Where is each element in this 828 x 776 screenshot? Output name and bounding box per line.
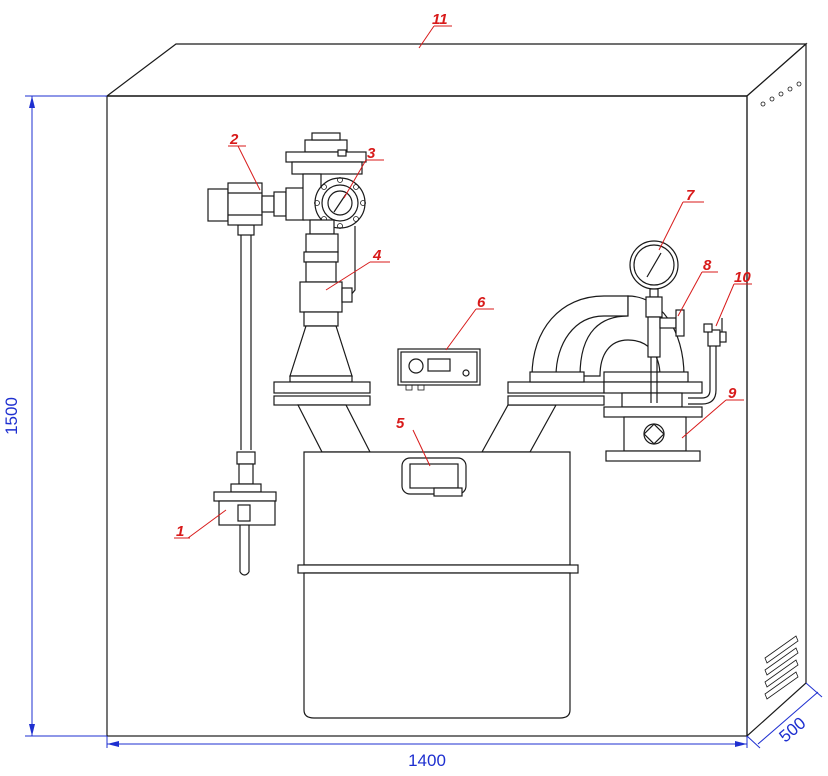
dimension-height: 1500 <box>2 397 21 435</box>
item-6-volume-corrector <box>397 348 481 391</box>
item-4-shutoff-valve <box>273 251 371 406</box>
item-3-pressure-regulator <box>285 132 367 297</box>
vent-louvres <box>764 635 799 700</box>
label-3: 3 <box>367 145 376 162</box>
vent-holes <box>760 81 802 107</box>
item-10-impulse-tap <box>688 318 727 405</box>
outlet-pipe-bend <box>529 295 689 383</box>
item-labels: 1 2 3 4 5 6 7 8 9 10 11 <box>176 11 751 540</box>
label-1: 1 <box>176 523 184 540</box>
item-1-inlet-valve <box>213 224 277 576</box>
item-5-gas-meter <box>297 381 605 719</box>
leader-lines <box>174 25 752 539</box>
item-8-needle-valve <box>659 309 685 337</box>
dimension-lines <box>25 95 823 749</box>
label-9: 9 <box>728 385 737 402</box>
label-8: 8 <box>703 257 712 274</box>
label-2: 2 <box>229 131 239 148</box>
label-6: 6 <box>477 294 486 311</box>
cabinet-front <box>106 95 748 737</box>
dimension-depth: 500 <box>775 713 809 746</box>
label-5: 5 <box>396 415 405 432</box>
cabinet-top <box>105 43 808 97</box>
item-2-filter <box>207 182 305 226</box>
item-9-filter-assembly <box>603 381 703 462</box>
item-7-pressure-gauge <box>629 240 679 403</box>
label-4: 4 <box>372 247 382 264</box>
cabinet <box>105 42 808 738</box>
cabinet-side <box>746 42 807 738</box>
label-10: 10 <box>734 269 751 286</box>
label-11: 11 <box>432 11 448 28</box>
dimension-width: 1400 <box>408 751 446 770</box>
label-7: 7 <box>686 187 695 204</box>
